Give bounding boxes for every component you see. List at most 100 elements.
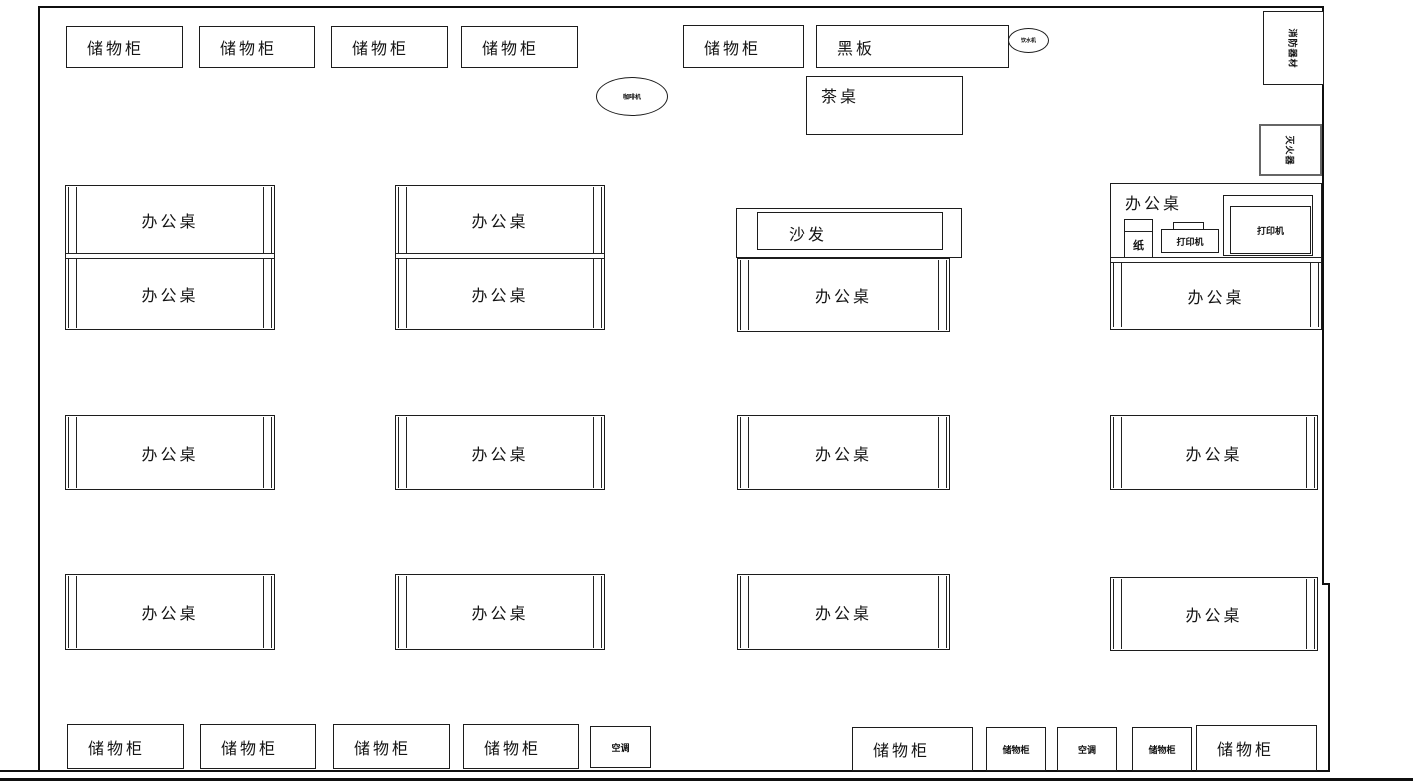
desk-label: 办公桌 [814, 289, 872, 306]
desk-side-panel [68, 417, 77, 488]
tea-table-label: 茶桌 [821, 89, 860, 106]
desk-label: 办公桌 [471, 446, 529, 464]
ac-unit: 空调 [590, 726, 651, 768]
desk-label: 办公桌 [814, 446, 872, 464]
printer-label: 打印机 [1176, 236, 1204, 247]
desk-side-panel [263, 576, 272, 648]
double-desk-unit: 办公桌 办公桌 [65, 185, 275, 330]
desk-side-panel [740, 260, 749, 330]
cabinet: 储物柜 [331, 26, 448, 68]
paper-box: 纸 [1124, 219, 1153, 259]
desk-side-panel [740, 417, 749, 488]
desk-label: 办公桌 [1125, 196, 1183, 213]
cabinet-label: 储物柜 [352, 41, 410, 58]
desk-label: 办公桌 [1185, 608, 1243, 625]
cabinet-label: 储物柜 [1217, 742, 1275, 759]
cabinet-label: 储物柜 [221, 740, 279, 758]
desk-divider [66, 253, 274, 259]
desk: 办公桌 [395, 415, 605, 490]
desk-side-panel [938, 417, 947, 488]
desk-label: 办公桌 [1185, 446, 1243, 464]
fire-equipment-label: 消防器材 [1287, 27, 1298, 69]
cabinet: 储物柜 [463, 724, 579, 769]
desk: 办公桌 [65, 415, 275, 490]
desk-side-panel [398, 576, 407, 648]
desk-label: 办公桌 [814, 606, 872, 623]
coffee-machine-label: 咖啡机 [622, 95, 641, 101]
cabinet-label: 储物柜 [354, 740, 412, 758]
desk-side-panel [1113, 579, 1122, 649]
desk-label: 办公桌 [471, 606, 529, 623]
desk-label: 办公桌 [1187, 289, 1245, 307]
desk: 办公桌 [1110, 415, 1318, 490]
cabinet: 储物柜 [66, 26, 183, 68]
desk-label: 办公桌 [141, 446, 199, 464]
fire-extinguisher-box: 灭火器 [1259, 124, 1322, 176]
cabinet-label: 储物柜 [704, 40, 762, 58]
desk: 办公桌 [737, 415, 950, 490]
sofa: 沙发 [736, 208, 962, 258]
water-dispenser-oval: 饮水机 [1008, 28, 1049, 53]
desk: 办公桌 [737, 258, 950, 332]
coffee-machine-oval: 咖啡机 [596, 77, 668, 116]
desk-side-panel [938, 576, 947, 648]
paper-label: 纸 [1133, 240, 1144, 252]
cabinet: 储物柜 [200, 724, 316, 769]
desk-side-panel [263, 417, 272, 488]
cabinet-label: 储物柜 [873, 743, 931, 760]
ac-label: 空调 [611, 742, 630, 753]
wall-top [38, 6, 1324, 8]
cabinet-label: 储物柜 [484, 740, 542, 758]
printer-large-inner: 打印机 [1230, 206, 1311, 254]
wall-bottom [0, 770, 1330, 772]
cabinet: 储物柜 [852, 727, 973, 771]
cabinet-label: 储物柜 [220, 41, 278, 58]
desk-side-panel [740, 576, 749, 648]
cabinet-small: 储物柜 [1132, 727, 1192, 771]
wall-right-upper [1322, 6, 1324, 584]
desk-side-panel [593, 576, 602, 648]
desk-side-panel [1113, 417, 1122, 488]
desk-divider [1111, 257, 1321, 263]
cabinet-label: 储物柜 [1002, 744, 1030, 755]
cabinet: 储物柜 [199, 26, 315, 68]
desk: 办公桌 [395, 574, 605, 650]
printer-desk-unit: 办公桌 纸 打印机 打印机 办公桌 [1110, 183, 1322, 330]
blackboard: 黑板 [816, 25, 1009, 68]
sofa-seat [757, 212, 943, 250]
desk-side-panel [398, 417, 407, 488]
cabinet: 储物柜 [333, 724, 450, 769]
desk-side-panel [1310, 262, 1319, 327]
wall-right-lower [1328, 583, 1330, 772]
desk: 办公桌 [1110, 577, 1318, 651]
cabinet: 储物柜 [461, 26, 578, 68]
sofa-label: 沙发 [789, 227, 828, 244]
blackboard-label: 黑板 [837, 40, 876, 58]
cabinet-label: 储物柜 [1148, 744, 1176, 755]
desk-label: 办公桌 [141, 213, 199, 231]
desk: 办公桌 [737, 574, 950, 650]
wall-right-jog [1322, 583, 1330, 585]
desk-side-panel [68, 576, 77, 648]
desk-label: 办公桌 [141, 287, 199, 305]
cabinet-small: 储物柜 [986, 727, 1046, 771]
ac-unit: 空调 [1057, 727, 1117, 771]
paper-box-divider [1125, 231, 1152, 232]
fire-equipment-box: 消防器材 [1263, 11, 1324, 85]
ac-label: 空调 [1077, 744, 1096, 755]
printer-label: 打印机 [1256, 225, 1284, 236]
double-desk-unit: 办公桌 办公桌 [395, 185, 605, 330]
printer-small: 打印机 [1161, 229, 1219, 253]
desk-side-panel [1306, 417, 1315, 488]
cabinet-label: 储物柜 [482, 41, 540, 58]
tea-table: 茶桌 [806, 76, 963, 135]
cabinet: 储物柜 [683, 25, 804, 68]
wall-left [38, 6, 40, 772]
printer-large: 打印机 [1223, 195, 1313, 256]
desk-side-panel [593, 417, 602, 488]
desk-side-panel [1113, 262, 1122, 327]
desk-side-panel [1306, 579, 1315, 649]
desk-label: 办公桌 [141, 606, 199, 623]
cabinet-label: 储物柜 [87, 41, 145, 58]
